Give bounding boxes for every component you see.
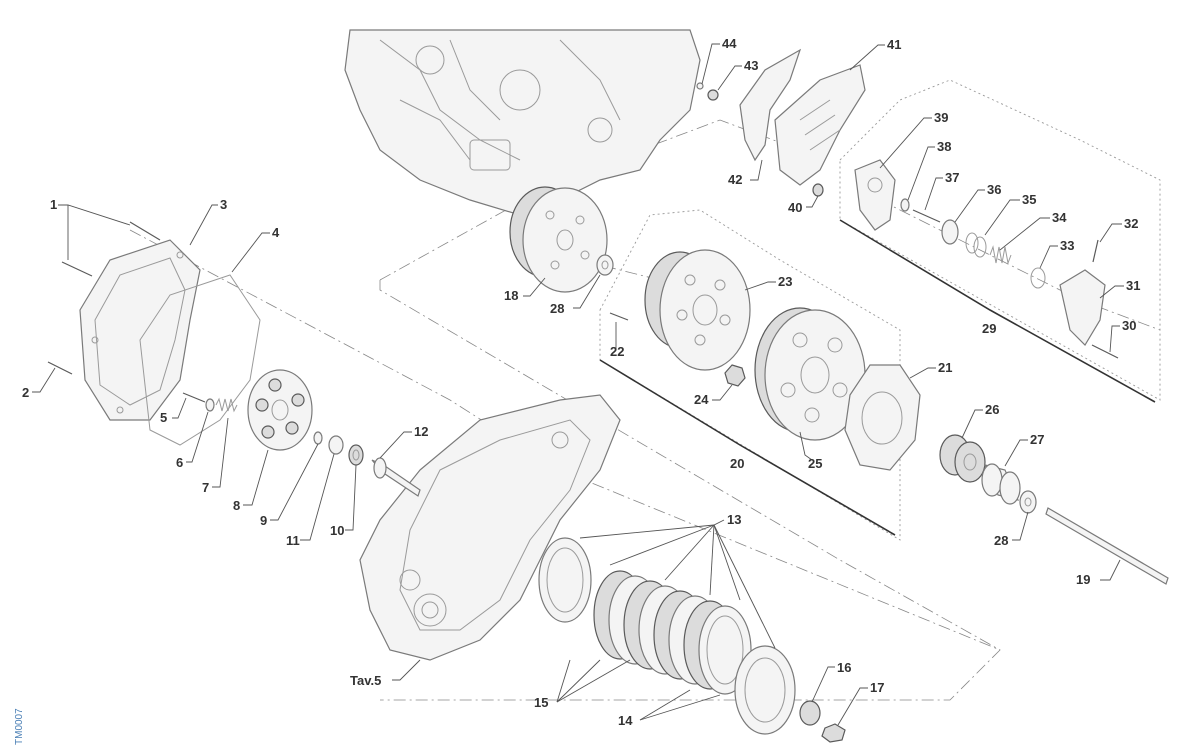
cylinder-31 xyxy=(1059,269,1106,346)
screw-43 xyxy=(707,89,719,101)
callout-27: 27 xyxy=(1030,432,1044,447)
callout-38: 38 xyxy=(937,139,951,154)
callout-5: 5 xyxy=(160,410,167,425)
callout-36: 36 xyxy=(987,182,1001,197)
washer-28b xyxy=(1019,490,1037,514)
callout-1: 1 xyxy=(50,197,57,212)
shaft-19 xyxy=(1045,507,1169,585)
screw-2 xyxy=(47,361,73,375)
screw-22 xyxy=(609,312,629,321)
callout-26: 26 xyxy=(985,402,999,417)
callout-29: 29 xyxy=(982,321,996,336)
callout-7: 7 xyxy=(202,480,209,495)
callout-12: 12 xyxy=(414,424,428,439)
callout-21: 21 xyxy=(938,360,952,375)
callout-30: 30 xyxy=(1122,318,1136,333)
callout-40: 40 xyxy=(788,200,802,215)
callout-33: 33 xyxy=(1060,238,1074,253)
callout-41: 41 xyxy=(887,37,901,52)
callout-35: 35 xyxy=(1022,192,1036,207)
callout-9: 9 xyxy=(260,513,267,528)
spring-34 xyxy=(989,245,1012,265)
callout-39: 39 xyxy=(934,110,948,125)
callout-13: 13 xyxy=(727,512,741,527)
callout-23: 23 xyxy=(778,274,792,289)
cover-gasket xyxy=(139,274,261,446)
washer-38 xyxy=(900,198,910,212)
washer-28a xyxy=(596,254,614,276)
callout-42: 42 xyxy=(728,172,742,187)
clutch-cover xyxy=(79,239,201,421)
callout-28b: 28 xyxy=(994,533,1008,548)
pin-37 xyxy=(912,209,941,223)
callout-25: 25 xyxy=(808,456,822,471)
guard-42 xyxy=(739,48,802,162)
guard-41 xyxy=(774,64,866,186)
callout-19: 19 xyxy=(1076,572,1090,587)
screw-5 xyxy=(182,392,206,403)
bearing-10 xyxy=(348,444,364,466)
needle-bearing-26 xyxy=(939,434,986,483)
callout-10: 10 xyxy=(330,523,344,538)
reference-label: Tav.5 xyxy=(350,673,381,688)
pressure-plate-8 xyxy=(247,369,313,451)
engine-block xyxy=(344,29,701,216)
callout-32: 32 xyxy=(1124,216,1138,231)
callout-28a: 28 xyxy=(550,301,564,316)
callout-labels: 1 2 3 4 5 6 7 8 9 10 11 12 13 14 15 16 1… xyxy=(22,36,1140,728)
callout-2: 2 xyxy=(22,385,29,400)
callout-14: 14 xyxy=(618,713,633,728)
hub-16 xyxy=(799,700,821,726)
group-29-outline xyxy=(839,79,1161,403)
callout-15: 15 xyxy=(534,695,548,710)
bleeder-32 xyxy=(1092,239,1099,263)
callout-6: 6 xyxy=(176,455,183,470)
callout-16: 16 xyxy=(837,660,851,675)
callout-4: 4 xyxy=(272,225,280,240)
oring-33 xyxy=(1030,267,1046,289)
plate-21 xyxy=(844,364,921,471)
nut-17 xyxy=(821,723,846,743)
callout-3: 3 xyxy=(220,197,227,212)
lever-39 xyxy=(854,159,896,231)
callout-34: 34 xyxy=(1052,210,1067,225)
callout-31: 31 xyxy=(1126,278,1140,293)
washer-11 xyxy=(328,435,344,455)
callout-22: 22 xyxy=(610,344,624,359)
nut-24 xyxy=(724,364,746,387)
screw-40 xyxy=(812,183,824,197)
callout-24: 24 xyxy=(694,392,709,407)
leader-lines xyxy=(32,43,1124,726)
washer-6 xyxy=(205,398,215,412)
callout-44: 44 xyxy=(722,36,737,51)
callout-11: 11 xyxy=(286,533,300,548)
clutch-plates xyxy=(538,537,796,735)
screws-1 xyxy=(61,221,161,277)
callout-43: 43 xyxy=(744,58,758,73)
oring-35 xyxy=(965,232,987,258)
drawing-code: TM0007 xyxy=(14,708,25,745)
driven-gear-25 xyxy=(754,307,866,441)
clutch-basket-23 xyxy=(644,249,751,371)
group-20-outline xyxy=(599,209,901,541)
primary-gear-18 xyxy=(509,186,608,293)
crankcase xyxy=(359,394,621,661)
callout-18: 18 xyxy=(504,288,518,303)
washer-44 xyxy=(696,82,704,90)
piston-36 xyxy=(941,219,959,245)
callout-37: 37 xyxy=(945,170,959,185)
callout-17: 17 xyxy=(870,680,884,695)
bushing-27 xyxy=(981,463,1021,505)
callout-20: 20 xyxy=(730,456,744,471)
callout-8: 8 xyxy=(233,498,240,513)
pushrod-12 xyxy=(371,457,421,497)
screw-30 xyxy=(1091,344,1119,359)
washer-9 xyxy=(313,431,323,445)
spring-7 xyxy=(215,397,238,413)
